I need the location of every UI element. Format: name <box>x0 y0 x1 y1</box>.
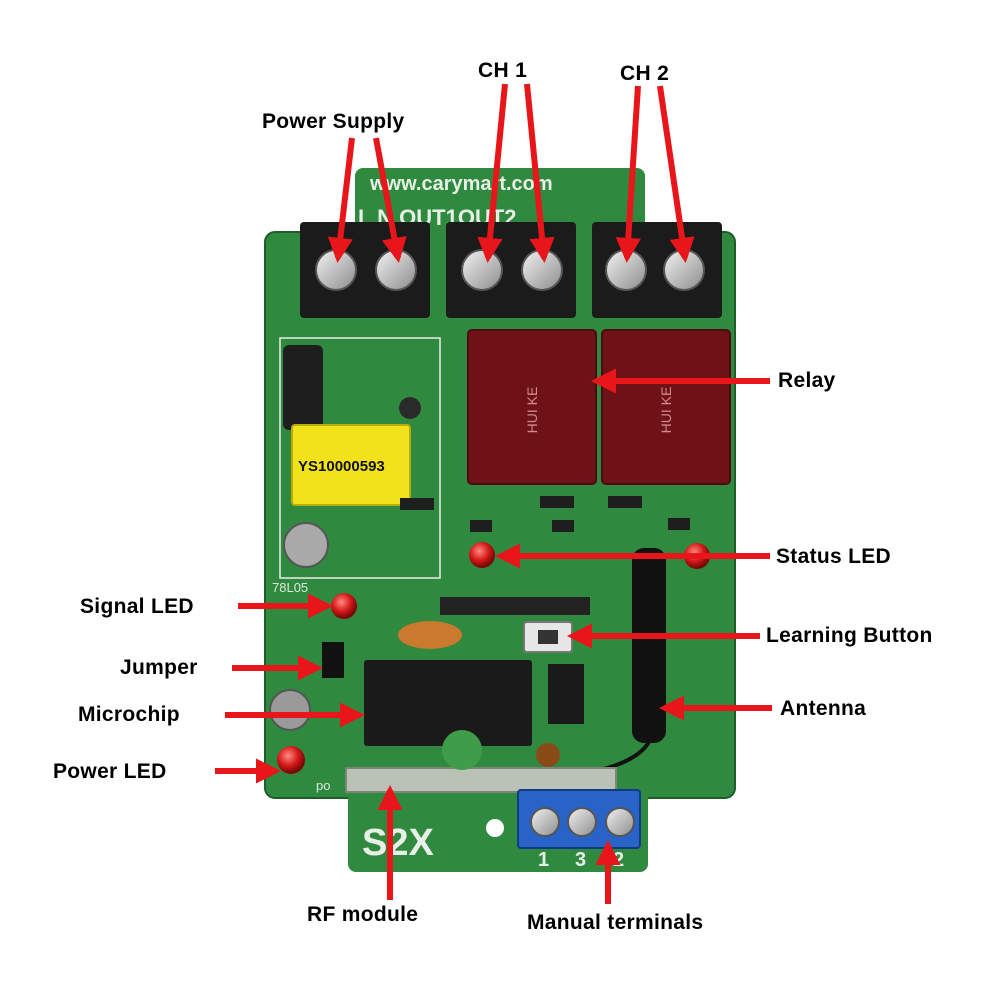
arrow-power-supply-2 <box>373 137 407 263</box>
manual-pin-label-1: 1 <box>538 849 549 871</box>
smd-parts <box>400 496 690 532</box>
arrow-ch1-1 <box>477 83 508 264</box>
ceramic-capacitor <box>398 621 462 649</box>
label-jumper: Jumper <box>120 656 198 679</box>
ch1-terminal <box>446 222 576 318</box>
label-power-led: Power LED <box>53 760 167 783</box>
arrow-power-supply-1 <box>327 137 355 264</box>
jumper <box>322 642 344 678</box>
manual-pin-label-3: 2 <box>613 849 624 871</box>
transformer-label: YS10000593 <box>298 458 385 475</box>
signal-led <box>331 593 357 619</box>
regulator-silkscreen: 78L05 <box>272 580 308 595</box>
label-rf-module: RF module <box>307 903 419 926</box>
label-status-led: Status LED <box>776 545 892 568</box>
microchip <box>364 660 584 746</box>
electrolytic-capacitor <box>269 689 311 731</box>
relay-1-marking: HUI KE <box>524 387 540 434</box>
label-power-supply: Power Supply <box>262 110 405 133</box>
label-signal-led: Signal LED <box>80 595 194 618</box>
relay-1: HUI KE <box>467 329 597 485</box>
learning-button <box>523 621 573 653</box>
website-silkscreen: www.carymart.com <box>369 173 553 195</box>
label-learning-button: Learning Button <box>766 624 933 647</box>
manual-terminal-block <box>517 789 641 849</box>
label-manual-terminals: Manual terminals <box>527 911 704 934</box>
header-pins <box>440 597 590 615</box>
arrow-ch2-1 <box>615 85 641 264</box>
power-led <box>277 746 305 774</box>
label-relay: Relay <box>778 369 836 392</box>
power-supply-terminal <box>300 222 430 318</box>
relay-2-marking: HUI KE <box>658 387 674 434</box>
label-ch1: CH 1 <box>478 59 528 82</box>
relay-2: HUI KE <box>601 329 731 485</box>
callout-arrows <box>215 83 772 904</box>
label-ch2: CH 2 <box>620 62 670 85</box>
label-microchip: Microchip <box>78 703 180 726</box>
arrow-ch1-2 <box>524 83 555 264</box>
ch2-terminal <box>592 222 722 318</box>
power-supply-section: YS10000593 <box>279 337 441 579</box>
manual-pin-label-2: 3 <box>575 849 586 871</box>
corner-silkscreen: po <box>316 778 330 793</box>
label-antenna: Antenna <box>780 697 867 720</box>
status-led-1 <box>469 542 495 568</box>
model-silkscreen: S2X <box>362 822 434 864</box>
arrow-ch2-2 <box>657 85 695 263</box>
